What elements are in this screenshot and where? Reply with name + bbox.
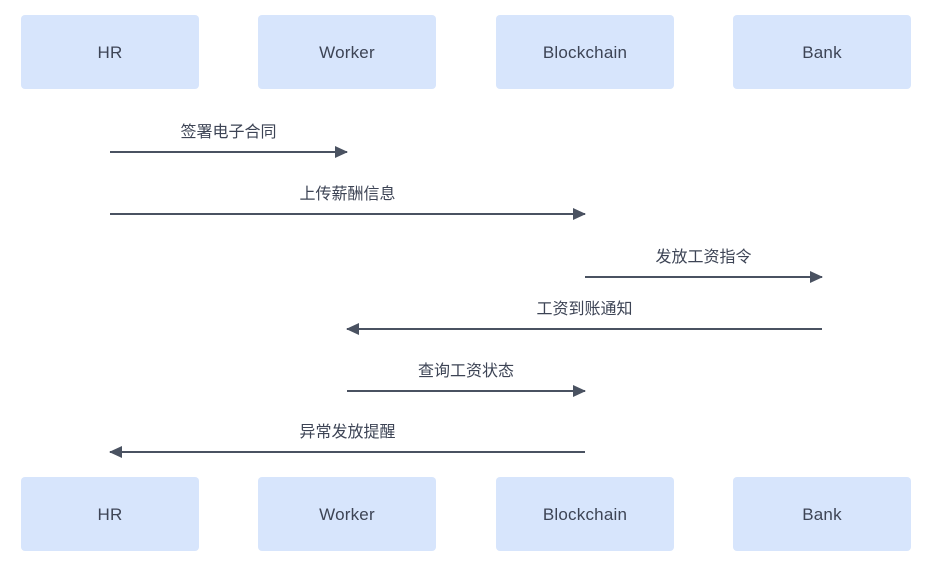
arrowhead-left-icon-4 bbox=[346, 323, 359, 335]
participant-box-worker-top[interactable]: Worker bbox=[258, 15, 436, 89]
participant-box-bank-bottom[interactable]: Bank bbox=[733, 477, 911, 551]
participant-label-hr-bottom: HR bbox=[97, 504, 123, 524]
message-label-3: 发放工资指令 bbox=[655, 249, 752, 267]
participant-label-bank-top: Bank bbox=[802, 42, 842, 62]
participant-box-blockchain-top[interactable]: Blockchain bbox=[496, 15, 674, 89]
message-label-2: 上传薪酬信息 bbox=[299, 186, 396, 204]
message-line-2 bbox=[110, 213, 585, 215]
participant-label-blockchain-bottom: Blockchain bbox=[542, 504, 628, 524]
arrowhead-right-icon-1 bbox=[335, 146, 348, 158]
participant-box-hr-bottom[interactable]: HR bbox=[21, 477, 199, 551]
arrowhead-right-icon-2 bbox=[573, 208, 586, 220]
participant-box-blockchain-bottom[interactable]: Blockchain bbox=[496, 477, 674, 551]
participant-label-hr-top: HR bbox=[97, 42, 123, 62]
message-label-4: 工资到账通知 bbox=[536, 301, 633, 319]
participant-box-bank-top[interactable]: Bank bbox=[733, 15, 911, 89]
message-line-6 bbox=[110, 451, 585, 453]
participant-box-worker-bottom[interactable]: Worker bbox=[258, 477, 436, 551]
message-label-6: 异常发放提醒 bbox=[299, 424, 396, 442]
participant-label-worker-bottom: Worker bbox=[319, 504, 375, 524]
message-line-4 bbox=[347, 328, 822, 330]
message-line-3 bbox=[585, 276, 822, 278]
arrowhead-right-icon-5 bbox=[573, 385, 586, 397]
participant-label-bank-bottom: Bank bbox=[802, 504, 842, 524]
participant-label-blockchain-top: Blockchain bbox=[542, 42, 628, 62]
arrowhead-left-icon-6 bbox=[109, 446, 122, 458]
message-line-1 bbox=[110, 151, 347, 153]
arrowhead-right-icon-3 bbox=[810, 271, 823, 283]
message-line-5 bbox=[347, 390, 585, 392]
participant-label-worker-top: Worker bbox=[319, 42, 375, 62]
participant-box-hr-top[interactable]: HR bbox=[21, 15, 199, 89]
message-label-5: 查询工资状态 bbox=[417, 363, 514, 381]
message-label-1: 签署电子合同 bbox=[180, 124, 277, 142]
